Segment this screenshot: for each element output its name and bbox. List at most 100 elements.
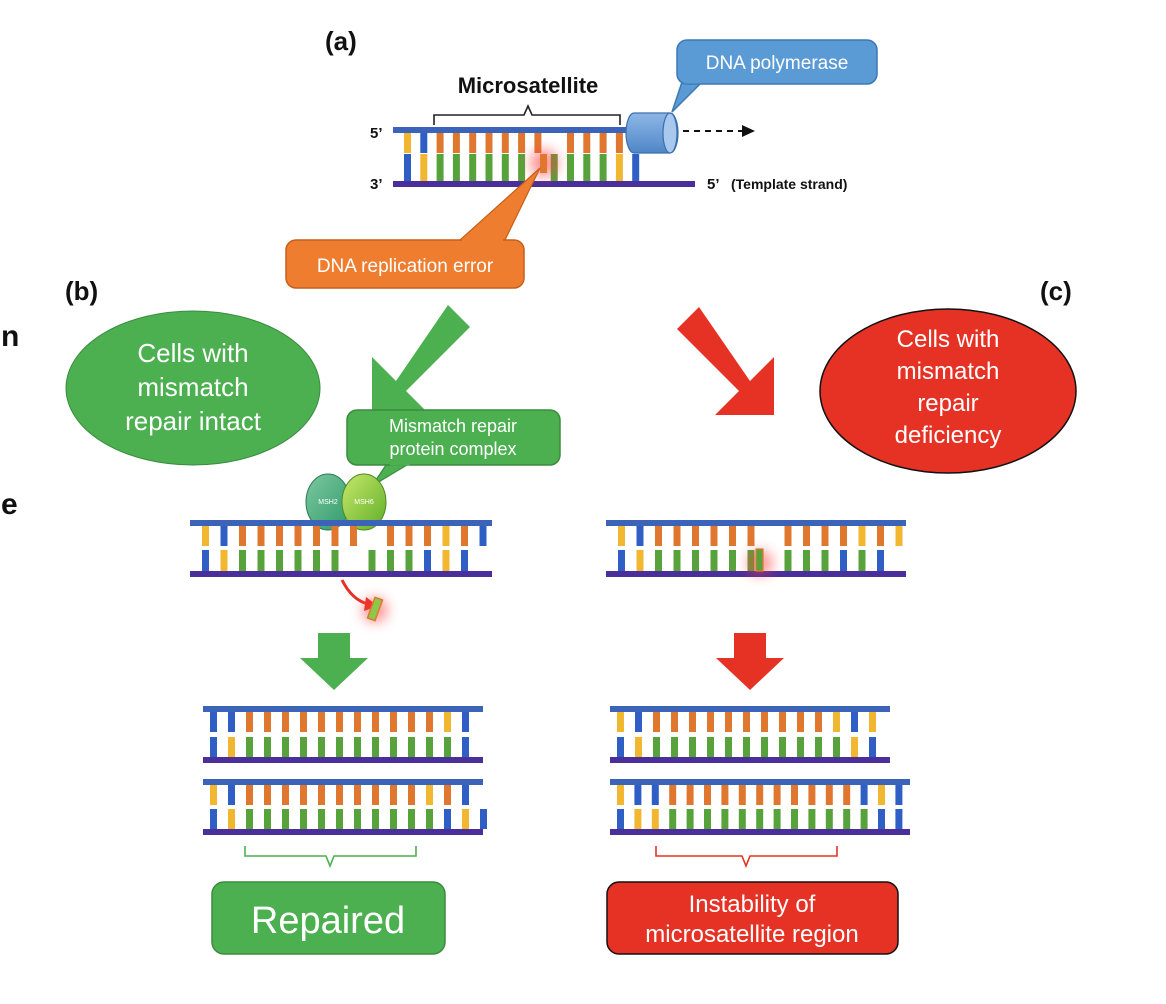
base-pair [869,737,876,757]
base-pair [808,785,816,805]
base-pair [300,785,307,805]
repair-intact-label-line-1: Cells with [137,338,248,368]
repair-deficiency-cells: Cells with mismatch repair deficiency [819,308,1077,474]
base-pair [655,526,662,546]
base-pair [313,526,320,546]
base-pair [615,154,623,181]
base-pair [372,809,379,829]
base-pair [773,809,781,829]
base-pair [858,550,866,571]
base-pair [617,785,624,805]
base-pair [618,526,625,546]
base-pair [318,785,325,805]
deficiency-label-line-1: Cells with [897,326,1000,353]
base-pair [282,712,289,732]
base-pair [300,809,307,829]
replication-error-label: DNA replication error [317,256,494,277]
base-pair [632,154,640,181]
base-pair [276,550,283,571]
base-pair [729,526,736,546]
base-pair [840,550,847,571]
base-pair [756,809,764,829]
base-pair [480,809,487,829]
base-pair [567,154,574,181]
base-pair [202,550,209,571]
base-pair [420,133,428,153]
base-pair [501,133,509,153]
five-prime-top-label: 5’ [370,125,383,142]
base-pair [462,712,469,732]
base-pair [372,785,379,805]
panel-label-b: (b) [65,276,98,306]
base-pair [442,526,450,546]
base-pair [599,154,607,181]
base-pair [851,737,858,757]
base-pair [318,712,325,732]
base-pair [390,737,397,757]
base-pair [689,712,696,732]
base-pair [354,737,361,757]
deficiency-label-line-4: deficiency [895,422,1002,449]
base-pair [228,809,235,829]
base-pair [725,712,732,732]
base-pair [442,550,450,571]
base-pair [860,809,868,829]
base-pair [228,785,235,805]
base-pair [808,809,816,829]
base-pair [246,809,253,829]
base-pair [318,809,325,829]
base-pair [276,526,283,546]
base-pair [336,737,343,757]
base-pair [756,785,764,805]
base-pair [617,737,624,757]
microsatellite-bracket [433,104,621,125]
base-pair [239,550,246,571]
base-pair [282,809,289,829]
repair-intact-label-line-2: mismatch [137,372,248,402]
base-pair [671,712,678,732]
base-pair [833,737,840,757]
base-pair [228,737,235,757]
base-pair [405,550,413,571]
base-pair [583,154,591,181]
base-pair [404,133,411,153]
base-pair [797,737,804,757]
msh6-label: MSH6 [354,499,374,506]
base-pair [424,550,431,571]
repair-intact-cells: Cells with mismatch repair intact [65,310,321,466]
base-pair [692,526,699,546]
base-pair [372,712,379,732]
base-pair [461,526,468,546]
base-pair [452,133,460,153]
base-pair [518,133,526,153]
unstable-region-bracket [655,846,838,869]
repair-intact-label-line-3: repair intact [125,406,262,436]
msh6-protein [341,473,387,531]
base-pair [895,785,903,805]
base-pair [313,550,320,571]
base-pair [729,550,736,571]
base-pair [689,737,696,757]
base-pair [615,133,623,153]
repaired-label: Repaired [251,900,405,942]
repair-down-arrow [300,633,368,690]
base-pair [408,712,415,732]
base-pair [791,809,798,829]
base-pair [784,526,792,546]
base-pair [264,809,271,829]
base-pair [264,737,271,757]
base-pair [738,809,746,829]
msh2-label: MSH2 [318,499,338,506]
base-pair [635,737,642,757]
base-pair [710,526,718,546]
top-upper-bases [404,133,640,153]
microsatellite-label: Microsatellite [458,73,599,98]
deficient-helix [606,520,906,577]
base-pair [707,737,714,757]
base-pair [567,133,574,153]
base-pair [653,737,660,757]
base-pair [436,133,444,153]
base-pair [821,526,829,546]
base-pair [210,737,217,757]
